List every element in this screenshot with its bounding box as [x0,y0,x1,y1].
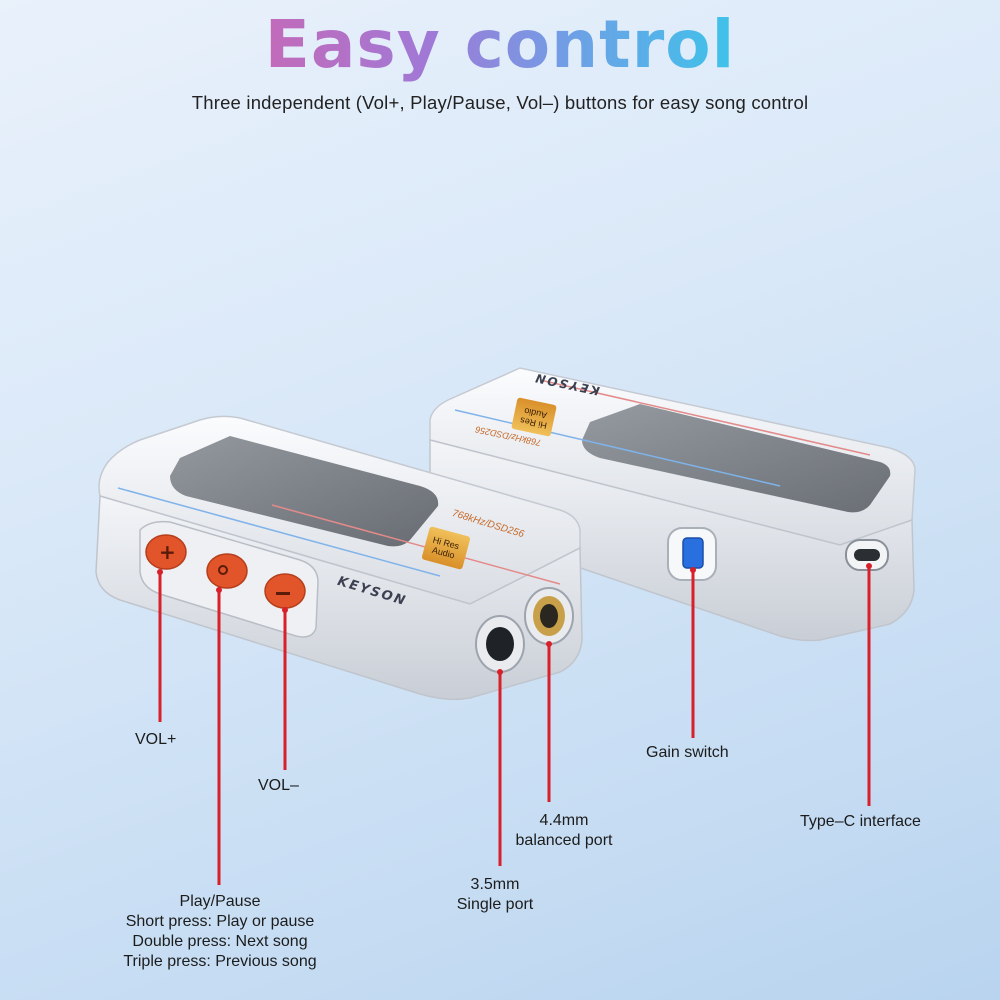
label-play-pause-short: Short press: Play or pause [125,913,315,930]
label-3-5mm-type: Single port [456,896,534,913]
label-play-pause-triple: Triple press: Previous song [123,953,317,970]
page-subtitle: Three independent (Vol+, Play/Pause, Vol… [191,92,809,113]
label-typec: Type–C interface [800,813,921,830]
label-play-pause-title: Play/Pause [179,893,261,910]
label-3-5mm: 3.5mm Single port [440,875,550,915]
play-pause-button[interactable] [206,553,248,589]
label-vol-plus: VOL+ [135,731,177,748]
jack-3-5mm [475,615,525,673]
label-play-pause-double: Double press: Next song [132,933,308,950]
label-4-4mm-size: 4.4mm [539,812,589,829]
svg-text:+: + [159,540,176,564]
label-3-5mm-size: 3.5mm [470,876,520,893]
label-gain-switch: Gain switch [646,744,729,761]
page-title: Easy control [264,6,736,83]
vol-minus-button[interactable] [264,573,306,609]
jack-4-4mm [524,587,574,645]
device-right [429,367,916,642]
label-4-4mm: 4.4mm balanced port [502,811,626,851]
device-left: + [95,415,583,701]
callout-lines [158,566,871,885]
typec-port [854,549,880,561]
label-vol-minus: VOL– [258,777,299,794]
vol-plus-button[interactable]: + [145,534,187,570]
gain-switch-knob [682,537,704,569]
label-4-4mm-type: balanced port [515,832,613,849]
label-play-pause: Play/Pause Short press: Play or pause Do… [100,892,340,972]
